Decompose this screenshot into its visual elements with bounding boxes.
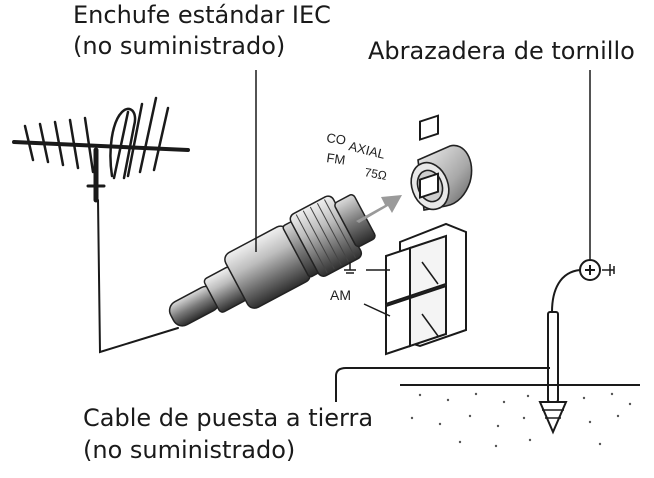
ground-rod-icon [538,311,568,435]
iec-plug-note: (no suministrado) [73,32,286,60]
ground-wire [551,269,581,313]
screw-clamp-icon [579,259,615,281]
fm-label: FM [326,150,347,167]
screw-clamp-label: Abrazadera de tornillo [368,37,635,65]
am-terminal-icon [385,114,467,356]
coaxial-label-co: CO [326,130,347,148]
soil-dots [410,392,632,448]
iec-plug-label: Enchufe estándar IEC [73,1,331,29]
ground-cable-label: Cable de puesta a tierra [83,404,374,432]
am-label: AM [330,287,351,303]
ground-cable-leader-line [335,367,550,402]
ohm-label: 75Ω [363,165,387,183]
am-leader-lines [363,269,391,317]
fm-antenna-icon [12,96,190,354]
insert-arrow-icon [356,195,402,223]
iec-plug-icon [168,194,376,327]
ground-cable-note: (no suministrado) [83,436,296,464]
ground-symbol-icon [344,262,356,274]
coaxial-label-axial: AXIAL [347,138,386,161]
